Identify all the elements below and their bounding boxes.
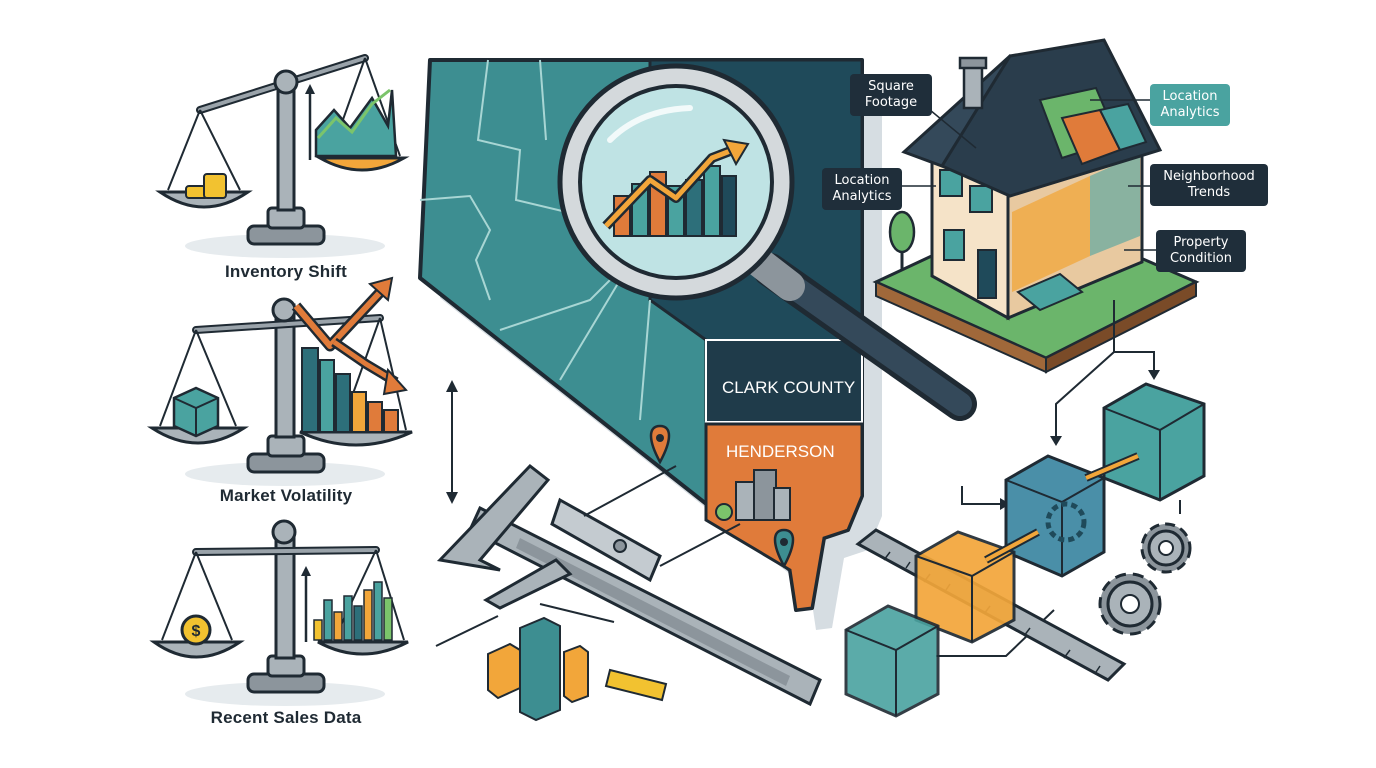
caption-recent-sales-data: Recent Sales Data — [210, 708, 362, 727]
house-cutaway-icon — [872, 38, 1200, 374]
flow-connectors — [936, 300, 1181, 657]
map-pin-icon — [649, 424, 671, 465]
balance-scale-cube-icon — [146, 276, 413, 486]
balance-scale-coins-icon — [155, 54, 410, 258]
caption-inventory-shift: Inventory Shift — [224, 262, 347, 281]
balance-scale-dollar-icon: $ — [149, 519, 409, 706]
data-cubes-icon — [844, 382, 1206, 718]
henderson-label: HENDERSON — [726, 442, 835, 461]
caption-market-volatility: Market Volatility — [219, 486, 353, 505]
callout-property-condition: Property Condition — [1156, 230, 1246, 272]
map-pin-icon — [773, 528, 795, 569]
callout-location-analytics: Location Analytics — [822, 168, 902, 210]
gear-icon — [1098, 522, 1192, 636]
magnifying-glass-icon — [557, 63, 977, 421]
callout-square-footage: Square Footage — [850, 74, 932, 116]
caliper-icon — [435, 380, 822, 722]
callout-neighborhood-trends: Neighborhood Trends — [1150, 164, 1268, 206]
callout-location-analytics-top: Location Analytics — [1150, 84, 1230, 126]
svg-text:$: $ — [192, 623, 201, 640]
clark-county-label: CLARK COUNTY — [722, 378, 856, 397]
